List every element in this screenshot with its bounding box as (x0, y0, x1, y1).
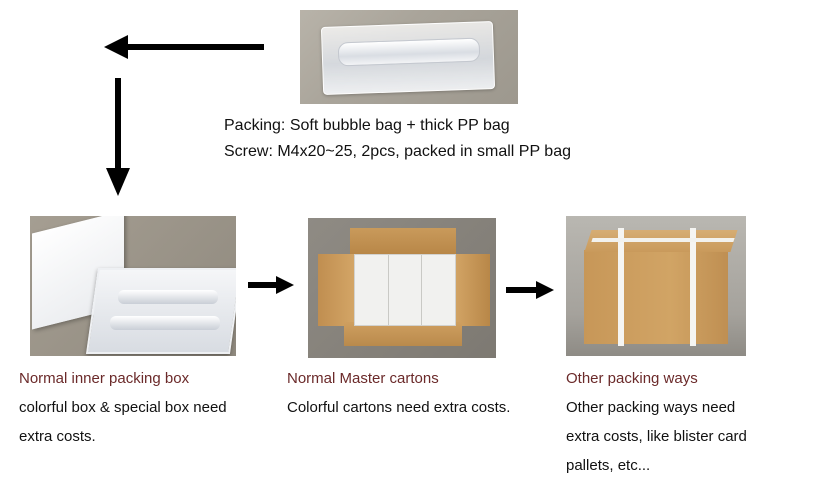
strap (618, 228, 624, 346)
description-line: extra costs. (19, 428, 96, 445)
arrow-right-icon (506, 281, 554, 299)
bagged-handle-photo (300, 10, 518, 104)
handle-bar (118, 290, 218, 304)
step-inner-box: Normal inner packing box colorful box & … (19, 370, 279, 451)
carton-flap (454, 254, 490, 326)
packing-line: Packing: Soft bubble bag + thick PP bag (224, 117, 510, 134)
arrow-down-icon (106, 78, 130, 198)
arrow-left-icon (104, 35, 264, 59)
strap (690, 228, 696, 346)
description-line: pallets, etc... (566, 457, 651, 474)
description-line: colorful box & special box need (19, 399, 227, 416)
master-carton-photo (308, 218, 496, 358)
box-tray (85, 268, 236, 354)
step-title: Normal inner packing box (19, 370, 190, 387)
step-title: Normal Master cartons (287, 370, 439, 387)
screw-line: Screw: M4x20~25, 2pcs, packed in small P… (224, 143, 571, 160)
step-description: Other packing ways need extra costs, lik… (566, 393, 806, 480)
step-master-carton: Normal Master cartons Colorful cartons n… (287, 370, 557, 422)
strap (591, 238, 735, 242)
description-line: extra costs, like blister card (566, 428, 747, 445)
carton-flap (344, 322, 462, 346)
inner-box-photo (30, 216, 236, 356)
description-line: Colorful cartons need extra costs. (287, 399, 511, 416)
inner-boxes (354, 254, 456, 326)
step-description: colorful box & special box need extra co… (19, 393, 279, 451)
carton-flap (350, 228, 456, 254)
description-line: Other packing ways need (566, 399, 736, 416)
handle-in-bag (337, 37, 481, 67)
arrow-right-icon (248, 276, 294, 294)
step-other-ways: Other packing ways Other packing ways ne… (566, 370, 806, 480)
carton-front (584, 250, 728, 344)
step-description: Colorful cartons need extra costs. (287, 393, 557, 422)
carton-flap (318, 254, 354, 326)
handle-bar (110, 316, 220, 330)
step-title: Other packing ways (566, 370, 698, 387)
strapped-carton-photo (566, 216, 746, 356)
packing-text: Packing: Soft bubble bag + thick PP bag … (224, 113, 571, 165)
